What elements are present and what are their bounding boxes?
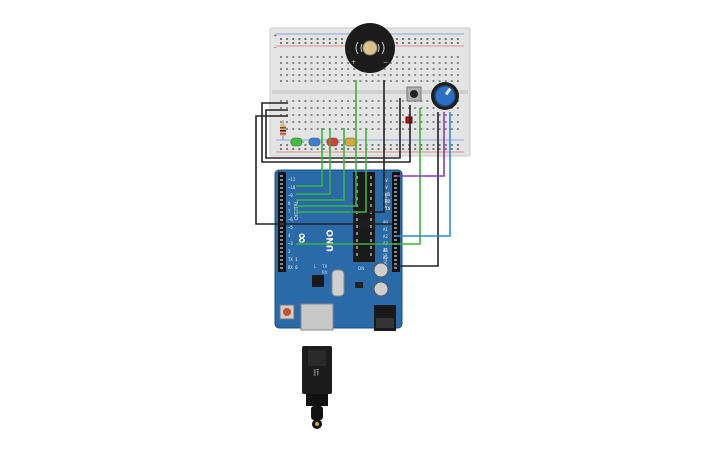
usb-cable: ⭿ — [302, 346, 332, 429]
wire-layer — [255, 80, 451, 267]
wire-black-1 — [261, 102, 411, 163]
power-pin-label: GND — [383, 192, 391, 197]
arduino-uno-board: ∞ UNO DIGITAL ANALOG IN POWER TX RX L ON… — [274, 169, 403, 331]
wire-green-buzzer — [296, 80, 357, 207]
wire-black-gnd — [255, 115, 392, 225]
digital-pin-label: ~6 — [288, 217, 293, 222]
analog-pin-label: A4 — [383, 248, 388, 253]
digital-pin-label: ~9 — [288, 193, 293, 198]
label-rx: RX — [322, 270, 328, 275]
wire-green-button — [296, 108, 421, 245]
wire-black-2 — [265, 98, 401, 159]
wire-green-led3 — [296, 128, 345, 201]
power-pin-label: 5V — [383, 178, 388, 183]
digital-pin-label: TX 1 — [288, 257, 298, 262]
digital-pin-label: 7 — [288, 209, 291, 214]
power-pin-label: 3V — [383, 185, 388, 190]
wire-green-led1 — [296, 128, 323, 187]
reset-button-cap — [283, 308, 291, 316]
buzzer-minus-label: − — [383, 59, 388, 66]
usb-symbol-icon: ⭿ — [313, 368, 319, 379]
header-left — [278, 172, 286, 272]
wire-green-led2 — [296, 128, 331, 195]
header-right — [392, 172, 400, 272]
digital-pin-label: 2 — [288, 249, 291, 254]
potentiometer[interactable] — [431, 82, 459, 110]
digital-pin-label: RX 0 — [288, 265, 298, 270]
wire-black-pot — [392, 112, 439, 267]
pushbutton[interactable] — [406, 86, 422, 102]
digital-pin-label: ~5 — [288, 225, 293, 230]
analog-pin-label: A2 — [383, 234, 388, 239]
power-pin-label: GND — [383, 199, 391, 204]
label-tx: TX — [321, 264, 327, 269]
wire-green-led4 — [296, 128, 367, 213]
power-jack-barrel — [376, 318, 394, 328]
rail-plus-label: + — [273, 33, 277, 39]
resistor — [280, 120, 286, 140]
label-digital: DIGITAL — [294, 200, 300, 220]
label-on: ON — [358, 266, 364, 271]
label-l: L — [314, 264, 317, 269]
crystal — [331, 269, 345, 297]
resistor-small — [405, 116, 413, 124]
rail-minus-label: − — [273, 45, 277, 51]
digital-pin-label: 4 — [288, 233, 291, 238]
buzzer-plus-label: + — [351, 59, 356, 66]
board-brand: UNO — [326, 229, 336, 252]
wire-purple — [396, 112, 445, 177]
power-pin-label: VIN — [383, 206, 391, 211]
atmega-chip — [353, 172, 375, 262]
usb-port[interactable] — [300, 303, 334, 331]
analog-pin-label: A5 — [383, 255, 388, 260]
analog-pin-label: A1 — [383, 227, 388, 232]
usb-chip — [312, 275, 324, 287]
wire-blue — [396, 112, 451, 237]
led-blue[interactable] — [308, 137, 322, 147]
capacitor-1 — [373, 262, 389, 278]
piezo-buzzer[interactable]: + − — [345, 23, 395, 73]
label-analog: ANALOG IN — [383, 248, 388, 270]
digital-pin-label: ~3 — [288, 241, 293, 246]
led-green[interactable] — [290, 137, 304, 147]
arduino-logo: ∞ — [294, 232, 310, 244]
analog-pin-label: A0 — [383, 220, 388, 225]
digital-pin-label: 8 — [288, 201, 291, 206]
digital-pin-label: ~11 — [288, 177, 296, 182]
capacitor-2 — [373, 281, 389, 297]
digital-pin-label: ~10 — [288, 185, 296, 190]
label-power: POWER — [383, 193, 388, 208]
regulator — [355, 282, 363, 288]
